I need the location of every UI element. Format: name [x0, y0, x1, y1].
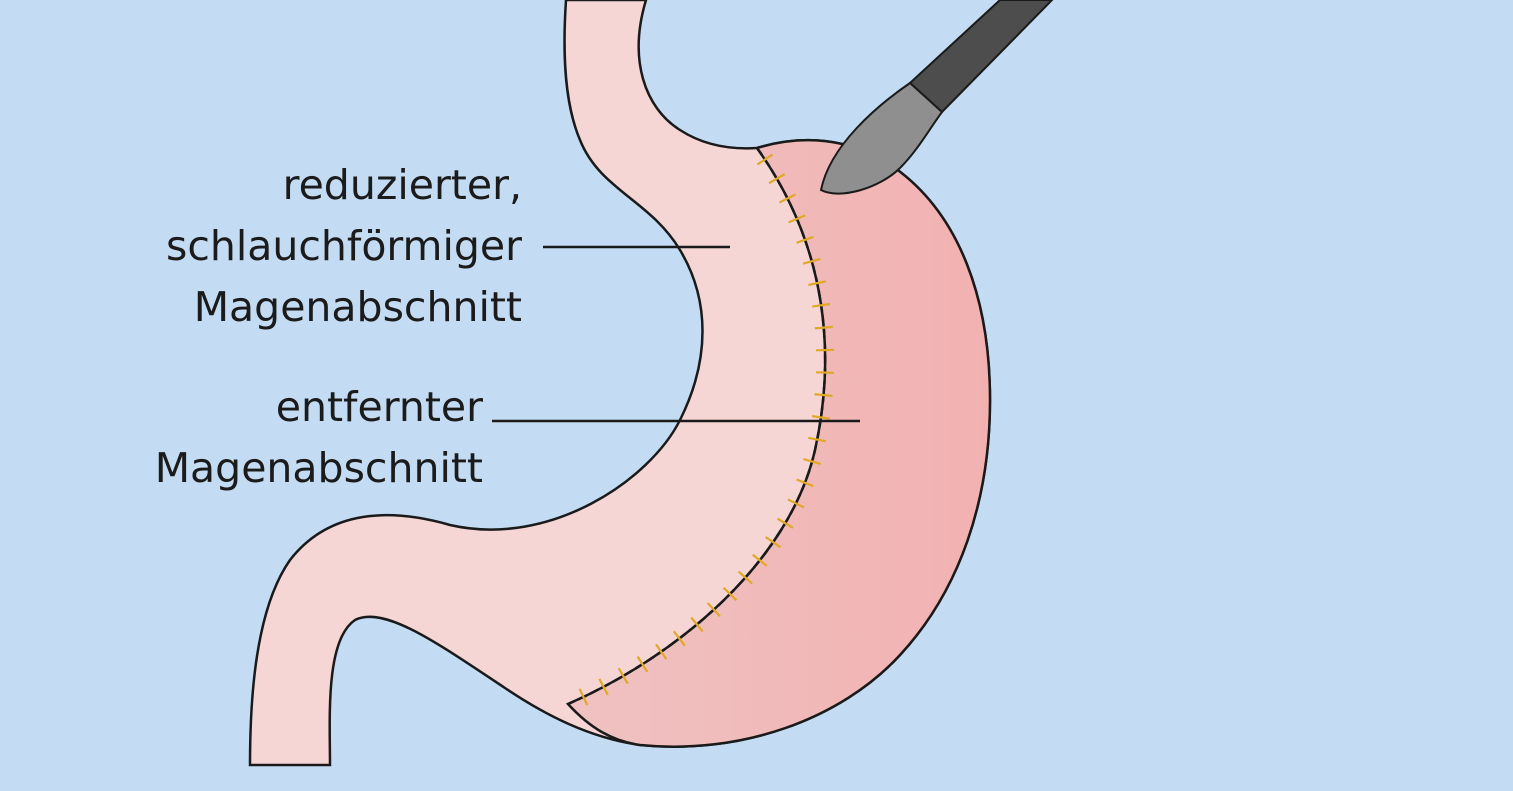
staple [815, 327, 833, 329]
label-removed-line2: Magenabschnitt [155, 438, 483, 499]
scalpel-handle [910, 0, 1052, 112]
label-removed-line1: entfernter [155, 377, 483, 438]
label-remaining-section: reduzierter, schlauchförmiger Magenabsch… [166, 155, 522, 338]
scalpel-icon [821, 0, 1052, 194]
label-removed-section: entfernter Magenabschnitt [155, 377, 483, 499]
staple [816, 372, 834, 373]
label-remaining-line3: Magenabschnitt [166, 277, 522, 338]
label-remaining-line1: reduzierter, [166, 155, 522, 216]
scalpel-blade [821, 83, 942, 194]
label-remaining-line2: schlauchförmiger [166, 216, 522, 277]
